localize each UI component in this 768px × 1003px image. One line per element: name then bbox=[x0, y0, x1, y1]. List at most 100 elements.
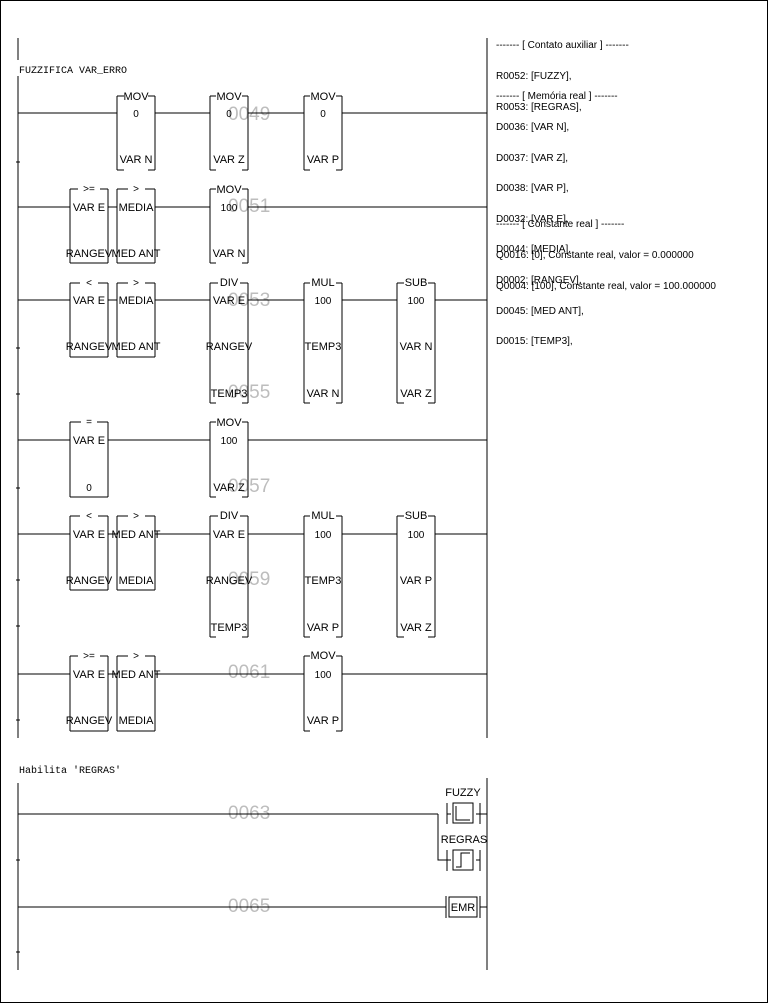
compare-block-gt: > MED ANT MEDIA bbox=[112, 511, 161, 591]
mem-line: D0002: [RANGEV], bbox=[496, 275, 582, 287]
coil-regras-label: REGRAS bbox=[441, 834, 487, 846]
block-middle: RANGEV bbox=[206, 575, 253, 587]
block-title: < bbox=[86, 511, 92, 522]
rung-2: >= VAR E RANGEV > MEDIA MED ANT MOV 100 … bbox=[18, 184, 487, 264]
block-input: 0 bbox=[226, 109, 232, 120]
block-output: VAR P bbox=[307, 715, 339, 727]
aux-contacts-section: ------- [ Contato auxiliar ] ------- R00… bbox=[496, 21, 629, 123]
block-sub: SUB 100 VAR P VAR Z bbox=[396, 510, 436, 638]
block-output: VAR Z bbox=[400, 388, 432, 400]
block-middle: TEMP3 bbox=[305, 341, 342, 353]
coil-emr: EMR bbox=[445, 896, 481, 918]
comment-habilita: Habilita 'REGRAS' bbox=[19, 765, 121, 777]
block-title: MOV bbox=[216, 91, 242, 103]
line-number-0059: 0059 bbox=[228, 569, 270, 590]
block-output: VAR Z bbox=[213, 154, 245, 166]
block-output: RANGEV bbox=[66, 248, 113, 260]
block-output: RANGEV bbox=[66, 341, 113, 353]
block-title: SUB bbox=[405, 277, 428, 289]
aux-line: R0052: [FUZZY], bbox=[496, 71, 572, 83]
real-constants-section: ------- [ Constante real ] ------- Q0016… bbox=[496, 200, 716, 302]
mem-header: ------- [ Memória real ] ------- bbox=[496, 91, 618, 103]
block-title: > bbox=[133, 278, 139, 289]
block-title: MOV bbox=[123, 91, 149, 103]
mem-line: D0036: [VAR N], bbox=[496, 122, 570, 134]
block-title: < bbox=[86, 278, 92, 289]
block-input: 0 bbox=[133, 109, 139, 120]
block-input: 100 bbox=[221, 203, 238, 214]
rung-1: MOV 0 VAR N MOV 0 VAR Z MOV 0 VAR P bbox=[18, 91, 487, 171]
block-mov-2: MOV 0 VAR Z bbox=[209, 91, 249, 171]
block-mov: MOV 100 VAR Z bbox=[209, 417, 249, 498]
block-mov-3: MOV 0 VAR P bbox=[303, 91, 343, 171]
block-output: VAR N bbox=[213, 248, 246, 260]
left-power-rail bbox=[16, 38, 20, 970]
line-number-0057: 0057 bbox=[228, 476, 270, 497]
block-output: MED ANT bbox=[112, 248, 161, 260]
block-output: VAR Z bbox=[213, 482, 245, 494]
block-mov: MOV 100 VAR P bbox=[303, 650, 343, 732]
block-output: VAR P bbox=[307, 622, 339, 634]
block-middle: VAR N bbox=[400, 341, 433, 353]
rung-6: >= VAR E RANGEV > MED ANT MEDIA MOV 100 … bbox=[18, 650, 487, 732]
mem-line: D0044: [MEDIA], bbox=[496, 244, 572, 256]
block-title: MUL bbox=[311, 277, 334, 289]
block-input: MED ANT bbox=[112, 669, 161, 681]
block-input: VAR E bbox=[73, 295, 105, 307]
line-number-0055: 0055 bbox=[228, 382, 270, 403]
block-output: MED ANT bbox=[112, 341, 161, 353]
block-middle: TEMP3 bbox=[305, 575, 342, 587]
block-title: MOV bbox=[216, 417, 242, 429]
aux-header: ------- [ Contato auxiliar ] ------- bbox=[496, 40, 629, 52]
block-output: VAR Z bbox=[400, 622, 432, 634]
const-header: ------- [ Constante real ] ------- bbox=[496, 219, 625, 231]
block-div: DIV VAR E RANGEV TEMP3 bbox=[206, 510, 253, 638]
compare-block-gt: > MEDIA MED ANT bbox=[112, 278, 161, 358]
block-title: MUL bbox=[311, 510, 334, 522]
rung-8: EMR bbox=[18, 896, 487, 918]
coil-emr-label: EMR bbox=[451, 902, 476, 914]
block-title: > bbox=[133, 651, 139, 662]
const-line: Q0016: [0], Constante real, valor = 0.00… bbox=[496, 250, 694, 262]
block-input: VAR E bbox=[213, 295, 245, 307]
block-mul: MUL 100 TEMP3 VAR N bbox=[303, 277, 343, 404]
block-input: VAR E bbox=[73, 435, 105, 447]
block-mul: MUL 100 TEMP3 VAR P bbox=[303, 510, 343, 638]
const-line: Q0004: [100], Constante real, valor = 10… bbox=[496, 280, 716, 292]
block-input: 100 bbox=[315, 296, 332, 307]
compare-block-lt: < VAR E RANGEV bbox=[66, 278, 113, 358]
block-title: MOV bbox=[310, 650, 336, 662]
block-input: 100 bbox=[221, 436, 238, 447]
rung-7: FUZZY REGRAS bbox=[18, 787, 487, 871]
comment-fuzzifica: FUZZIFICA VAR_ERRO bbox=[19, 66, 127, 77]
block-output: TEMP3 bbox=[211, 622, 248, 634]
block-input: VAR E bbox=[73, 529, 105, 541]
block-input: 100 bbox=[315, 530, 332, 541]
rung-5: < VAR E RANGEV > MED ANT MEDIA DIV VAR E… bbox=[18, 510, 487, 638]
compare-block-ge: >= VAR E RANGEV bbox=[66, 184, 113, 264]
block-output: VAR N bbox=[307, 388, 340, 400]
block-title: = bbox=[86, 417, 92, 428]
mem-line: D0045: [MED ANT], bbox=[496, 305, 584, 317]
block-input: MED ANT bbox=[112, 529, 161, 541]
compare-block-ge: >= VAR E RANGEV bbox=[66, 651, 113, 732]
mem-line: D0038: [VAR P], bbox=[496, 183, 569, 195]
block-input: 0 bbox=[320, 109, 326, 120]
mem-line: D0037: [VAR Z], bbox=[496, 152, 569, 164]
mem-line: D0015: [TEMP3], bbox=[496, 336, 573, 348]
block-title: MOV bbox=[216, 184, 242, 196]
block-title: >= bbox=[83, 651, 95, 662]
block-input: VAR E bbox=[213, 529, 245, 541]
block-title: > bbox=[133, 511, 139, 522]
block-input: MEDIA bbox=[119, 295, 155, 307]
block-output: MEDIA bbox=[119, 575, 155, 587]
compare-block-gt: > MED ANT MEDIA bbox=[112, 651, 161, 732]
block-title: DIV bbox=[220, 510, 239, 522]
block-input: 100 bbox=[408, 296, 425, 307]
mem-line: D0032: [VAR E], bbox=[496, 213, 569, 225]
block-output: MEDIA bbox=[119, 715, 155, 727]
compare-block-eq: = VAR E 0 bbox=[69, 417, 109, 498]
compare-block-lt: < VAR E RANGEV bbox=[66, 511, 113, 591]
